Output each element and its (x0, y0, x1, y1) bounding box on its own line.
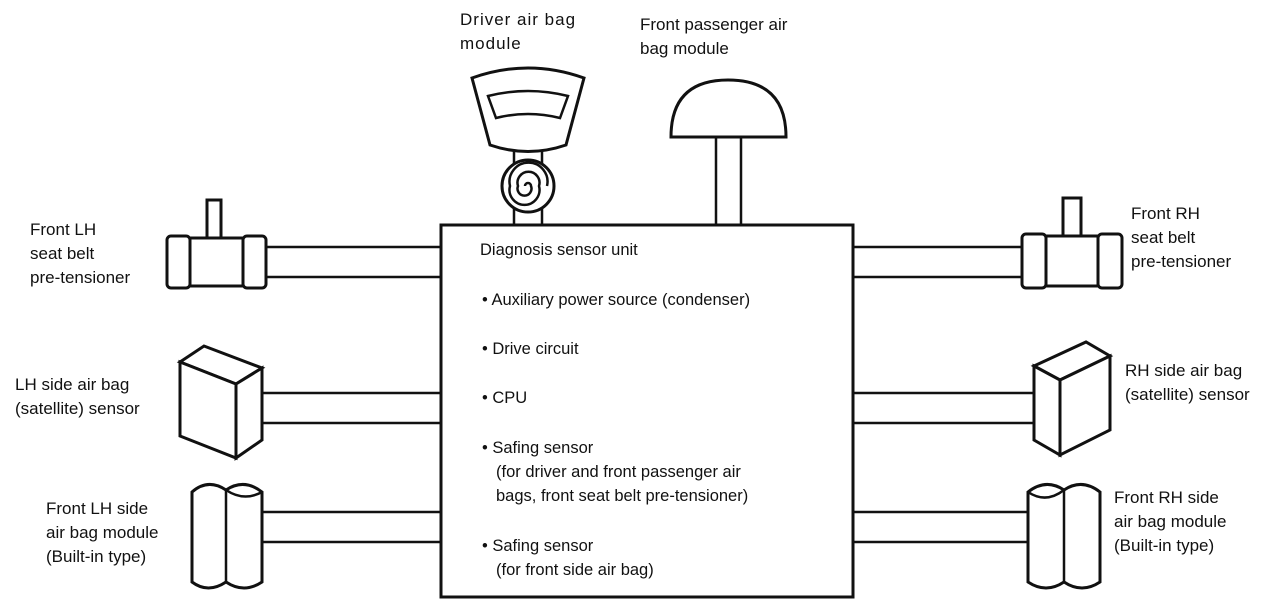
sensor-unit-item-safing-sensor-side-line1: • Safing sensor (482, 537, 594, 555)
rh-side-airbag-label-line1: Front RH side (1114, 488, 1219, 507)
sensor-unit-item-safing-sensor-front: • Safing sensor (for driver and front pa… (482, 436, 748, 508)
dome-airbag-icon (669, 78, 788, 139)
lh-side-sensor-label-line2: (satellite) sensor (15, 399, 140, 418)
diagnosis-sensor-unit-box (439, 223, 855, 599)
lh-side-airbag-label-line3: (Built-in type) (46, 547, 147, 566)
rh-side-sensor-icon (1030, 340, 1114, 458)
sensor-unit-item-cpu-line1: • CPU (482, 389, 528, 407)
lh-pretensioner-connector (265, 245, 441, 279)
lh-side-sensor-icon (176, 344, 266, 461)
rh-side-sensor-label: RH side air bag (satellite) sensor (1125, 359, 1250, 407)
rh-side-airbag-label-line2: air bag module (1114, 512, 1227, 531)
rh-pretensioner-label: Front RH seat belt pre-tensioner (1131, 202, 1231, 274)
sensor-unit-title: Diagnosis sensor unit (480, 241, 638, 259)
sensor-unit-item-drive-circuit-line1: • Drive circuit (482, 340, 579, 358)
rh-pretensioner-label-line1: Front RH (1131, 204, 1200, 223)
lh-pretensioner-icon (165, 198, 268, 290)
rh-side-airbag-icon (1026, 483, 1102, 590)
lh-side-sensor-label-line1: LH side air bag (15, 375, 130, 394)
lh-side-airbag-connector (262, 510, 441, 544)
lh-pretensioner-label-line3: pre-tensioner (30, 268, 131, 287)
sensor-unit-item-cpu: • CPU (482, 386, 527, 410)
rh-side-sensor-label-line2: (satellite) sensor (1125, 385, 1250, 404)
sensor-unit-item-power-source: • Auxiliary power source (condenser) (482, 288, 750, 312)
sensor-unit-item-drive-circuit: • Drive circuit (482, 337, 579, 361)
driver-airbag-label: Driver air bag module (460, 8, 576, 56)
lh-side-airbag-label: Front LH side air bag module (Built-in t… (46, 497, 158, 569)
passenger-airbag-label-line2: bag module (640, 39, 729, 58)
rh-side-airbag-connector (853, 510, 1030, 544)
steering-wheel-airbag-icon (470, 66, 586, 214)
sensor-unit-item-safing-sensor-front-line2: (for driver and front passenger air (496, 463, 741, 481)
lh-side-airbag-icon (190, 483, 264, 590)
sensor-unit-item-safing-sensor-side-line2: (for front side air bag) (496, 561, 654, 579)
lh-side-sensor-label: LH side air bag (satellite) sensor (15, 373, 140, 421)
lh-side-airbag-label-line2: air bag module (46, 523, 159, 542)
rh-side-sensor-label-line1: RH side air bag (1125, 361, 1243, 380)
lh-pretensioner-label-line1: Front LH (30, 220, 97, 239)
driver-airbag-label-line1: Driver air bag (460, 10, 577, 29)
driver-airbag-label-line2: module (460, 34, 522, 53)
sensor-unit-item-safing-sensor-front-line3: bags, front seat belt pre-tensioner) (496, 487, 749, 505)
rh-side-airbag-label-line3: (Built-in type) (1114, 536, 1215, 555)
lh-pretensioner-label: Front LH seat belt pre-tensioner (30, 218, 130, 290)
sensor-unit-item-safing-sensor-side: • Safing sensor (for front side air bag) (482, 534, 654, 582)
passenger-airbag-label-line1: Front passenger air (640, 15, 788, 34)
rh-side-airbag-label: Front RH side air bag module (Built-in t… (1114, 486, 1226, 558)
rh-side-sensor-connector (853, 391, 1034, 425)
rh-pretensioner-label-line2: seat belt (1131, 228, 1196, 247)
lh-pretensioner-label-line2: seat belt (30, 244, 95, 263)
sensor-unit-item-safing-sensor-front-line1: • Safing sensor (482, 439, 594, 457)
lh-side-sensor-connector (253, 391, 441, 425)
rh-pretensioner-connector (853, 245, 1022, 279)
sensor-unit-item-power-source-line1: • Auxiliary power source (condenser) (482, 291, 751, 309)
rh-pretensioner-icon (1020, 196, 1124, 290)
lh-side-airbag-label-line1: Front LH side (46, 499, 149, 518)
rh-pretensioner-label-line3: pre-tensioner (1131, 252, 1232, 271)
passenger-airbag-connector (714, 138, 743, 225)
passenger-airbag-label: Front passenger air bag module (640, 13, 787, 61)
